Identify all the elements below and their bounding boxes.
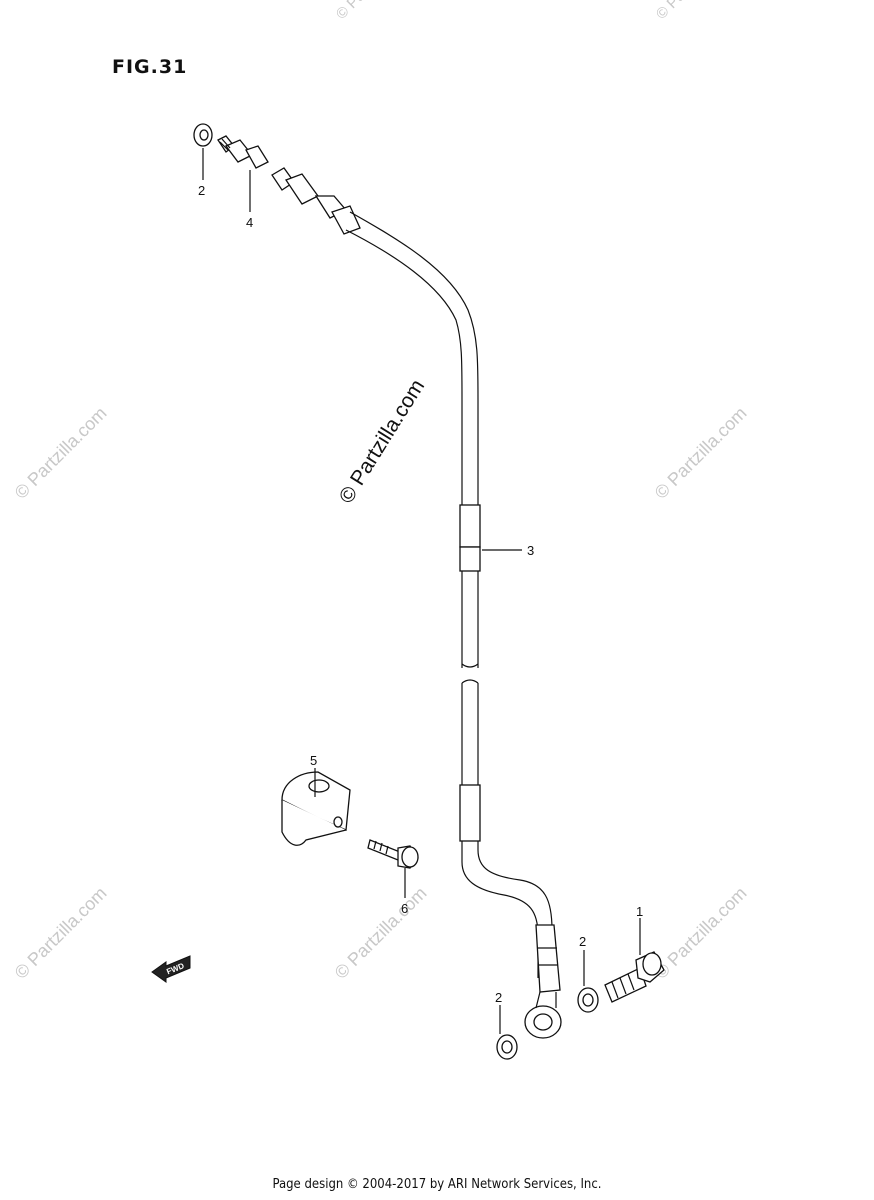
watermark-faint: © Partzilla.com xyxy=(653,0,736,23)
figure-title: FIG.31 xyxy=(112,56,188,78)
callout-5: 5 xyxy=(310,753,317,768)
callout-2: 2 xyxy=(579,934,586,949)
washer-bottom xyxy=(496,1034,518,1060)
callout-2: 2 xyxy=(198,183,205,198)
watermark-faint: © Partzilla.com xyxy=(651,883,751,983)
union-bolt-part-1 xyxy=(604,951,665,1003)
watermark-faint: © Partzilla.com xyxy=(333,0,416,23)
clamp-part-5 xyxy=(281,771,351,846)
watermark-faint: © Partzilla.com xyxy=(11,883,111,983)
callout-4: 4 xyxy=(246,215,253,230)
watermark-faint: © Partzilla.com xyxy=(11,403,111,503)
watermark-main: © Partzilla.com xyxy=(335,375,429,507)
page-footer: Page design © 2004-2017 by ARI Network S… xyxy=(272,1177,602,1192)
brake-hose-part-3 xyxy=(271,167,562,1039)
washer-top xyxy=(193,123,213,147)
callout-2: 2 xyxy=(495,990,502,1005)
fwd-arrow-icon: FWD xyxy=(151,955,191,983)
bolt-part-6 xyxy=(367,839,419,869)
watermark-group: © Partzilla.com © Partzilla.com © Partzi… xyxy=(11,0,751,983)
watermark-faint: © Partzilla.com xyxy=(651,403,751,503)
watermark-faint: © Partzilla.com xyxy=(331,883,431,983)
callout-3: 3 xyxy=(527,543,534,558)
washer-right xyxy=(577,987,599,1013)
union-bolt-part-4 xyxy=(217,135,269,169)
callout-1: 1 xyxy=(636,904,643,919)
callout-6: 6 xyxy=(401,901,408,916)
